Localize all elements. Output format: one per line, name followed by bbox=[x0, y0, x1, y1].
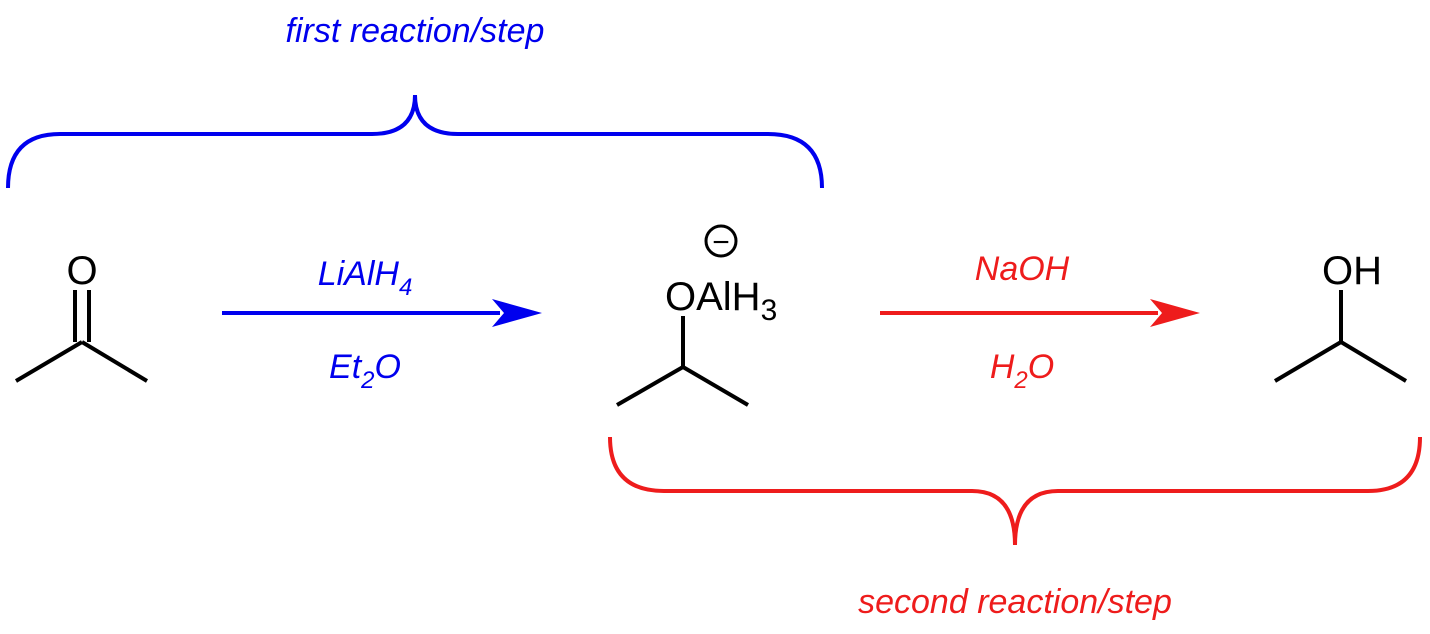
second-reagent-bottom-tail: O bbox=[1028, 348, 1054, 386]
intermediate-molecule: OAlH3 − bbox=[616, 224, 777, 407]
alcohol-oh-group: OH bbox=[1322, 249, 1382, 293]
first-step-label: first reaction/step bbox=[286, 12, 545, 50]
intermediate-oalh3-group: OAlH3 bbox=[665, 275, 777, 327]
second-step-brace bbox=[608, 436, 1422, 546]
first-reagent-top-sub: 4 bbox=[399, 274, 412, 301]
first-reagent-bottom-tail: O bbox=[375, 348, 401, 386]
first-reagent-bottom-sub: 2 bbox=[360, 367, 374, 394]
first-step-reagent-bottom: Et2O bbox=[329, 348, 401, 394]
first-reagent-top-main: LiAlH bbox=[318, 255, 400, 293]
first-step-group: first reaction/step LiAlH4 Et2O bbox=[6, 12, 824, 394]
first-step-brace bbox=[6, 94, 824, 189]
intermediate-group-main: OAlH bbox=[665, 275, 761, 319]
negative-charge-circle bbox=[704, 224, 738, 258]
second-step-reagent-top: NaOH bbox=[975, 250, 1070, 288]
ketone-bond-left bbox=[14, 340, 84, 383]
second-step-arrow-head bbox=[1150, 299, 1200, 327]
alcohol-molecule: OH bbox=[1273, 249, 1408, 383]
first-step-arrow-head bbox=[492, 299, 542, 327]
negative-charge-sign: − bbox=[712, 226, 730, 259]
second-step-reagent-bottom: H2O bbox=[990, 348, 1054, 394]
ketone-oxygen-atom: O bbox=[66, 249, 97, 293]
intermediate-bond-left bbox=[616, 365, 684, 407]
intermediate-group-sub: 3 bbox=[761, 294, 778, 327]
second-step-label: second reaction/step bbox=[858, 583, 1172, 621]
intermediate-bond-right bbox=[681, 365, 750, 407]
first-step-reagent-top: LiAlH4 bbox=[318, 255, 413, 301]
second-reagent-bottom-sub: 2 bbox=[1013, 367, 1027, 394]
second-step-group: second reaction/step NaOH H2O bbox=[608, 250, 1422, 621]
ketone-molecule: O bbox=[14, 249, 149, 383]
first-reagent-bottom-main: Et bbox=[329, 348, 363, 386]
second-reagent-bottom-main: H bbox=[990, 348, 1015, 386]
ketone-bond-right bbox=[80, 340, 149, 383]
alcohol-bond-left bbox=[1273, 340, 1343, 383]
alcohol-bond-right bbox=[1339, 340, 1408, 383]
